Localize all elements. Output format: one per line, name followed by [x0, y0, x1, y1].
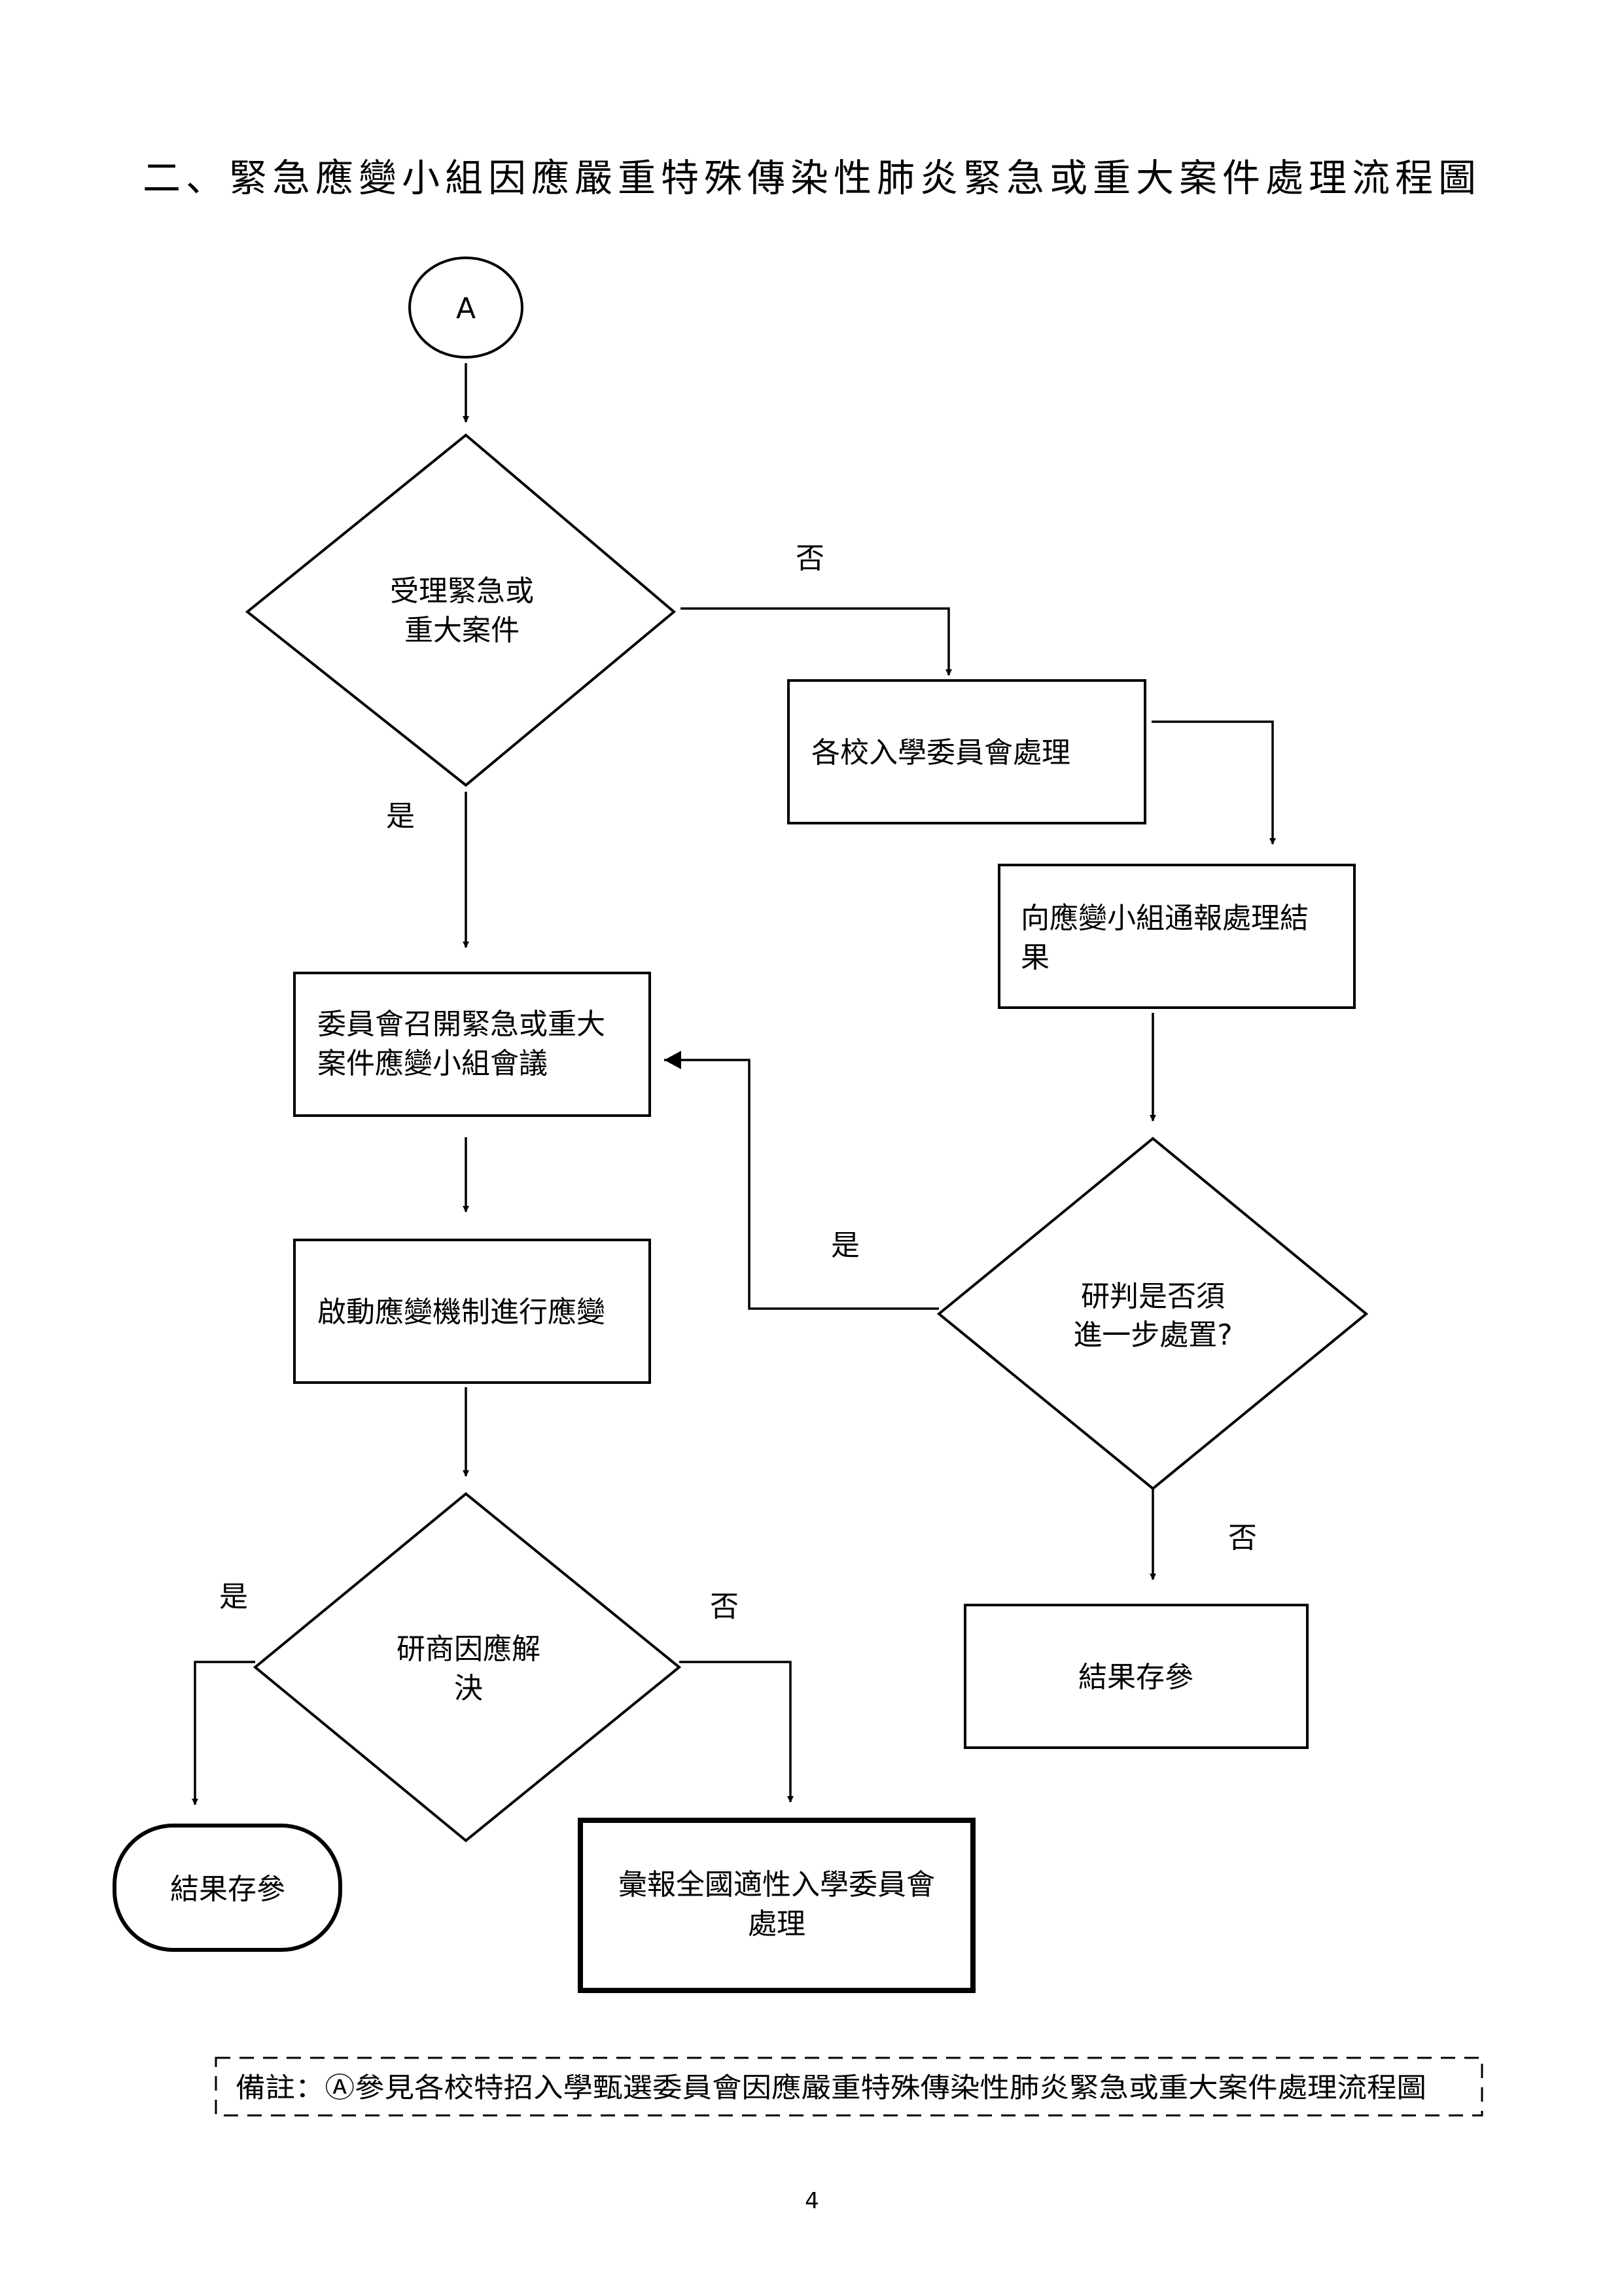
decision-resolve-line2: 決 — [454, 1672, 483, 1705]
edge-school-to-report — [1152, 720, 1276, 845]
process-committee-meeting: 委員會召開緊急或重大 案件應變小組會議 — [293, 972, 651, 1117]
school-committee-label: 各校入學委員會處理 — [811, 736, 1070, 769]
edge-further-yes — [664, 1051, 939, 1310]
note-text: 備註：Ⓐ參見各校特招入學甄選委員會因應嚴重特殊傳染性肺炎緊急或重大案件處理流程圖 — [236, 2072, 1426, 2104]
note-box: 備註：Ⓐ參見各校特招入學甄選委員會因應嚴重特殊傳染性肺炎緊急或重大案件處理流程圖 — [215, 2057, 1483, 2117]
activate-mechanism-label: 啟動應變機制進行應變 — [317, 1296, 605, 1329]
label-resolve-yes: 是 — [219, 1580, 248, 1614]
report-result-line2: 果 — [1021, 941, 1050, 974]
connectors — [192, 363, 1276, 1805]
decision-accept-line1: 受理緊急或 — [390, 574, 534, 608]
page-number: 4 — [805, 2188, 819, 2214]
decision-accept-line2: 重大案件 — [404, 614, 520, 647]
start-connector-label: A — [456, 292, 476, 325]
decision-resolve-line1: 研商因應解 — [397, 1633, 540, 1666]
decision-further-action: 研判是否須 進一步處置? — [936, 1137, 1369, 1491]
committee-meeting-line2: 案件應變小組會議 — [317, 1047, 548, 1080]
terminal-archive-left: 結果存參 — [113, 1824, 342, 1952]
national-report-line1: 彙報全國適性入學委員會 — [618, 1868, 935, 1901]
archive-left-label: 結果存參 — [170, 1873, 285, 1906]
process-national-report: 彙報全國適性入學委員會 處理 — [578, 1818, 976, 1993]
start-connector: A — [408, 256, 523, 359]
label-further-no: 否 — [1228, 1521, 1257, 1555]
process-report-result: 向應變小組通報處理結 果 — [998, 864, 1356, 1009]
edge-resolve-no — [679, 1661, 794, 1803]
page-title: 二、緊急應變小組因應嚴重特殊傳染性肺炎緊急或重大案件處理流程圖 — [143, 156, 1481, 200]
report-result-line1: 向應變小組通報處理結 — [1021, 902, 1309, 935]
label-resolve-no: 否 — [710, 1590, 739, 1623]
national-report-line2: 處理 — [748, 1907, 805, 1941]
label-further-yes: 是 — [831, 1229, 860, 1262]
edge-accept-no — [680, 607, 952, 676]
label-accept-yes: 是 — [386, 800, 415, 833]
edge-resolve-yes — [192, 1661, 255, 1805]
process-activate-mechanism: 啟動應變機制進行應變 — [293, 1239, 651, 1384]
process-school-committee: 各校入學委員會處理 — [787, 679, 1146, 824]
process-archive-right: 結果存參 — [964, 1604, 1309, 1749]
decision-resolve: 研商因應解 決 — [253, 1492, 682, 1843]
archive-right-label: 結果存參 — [1078, 1661, 1193, 1694]
committee-meeting-line1: 委員會召開緊急或重大 — [317, 1008, 605, 1041]
decision-further-line1: 研判是否須 — [1081, 1280, 1225, 1313]
label-accept-no: 否 — [796, 542, 824, 575]
decision-accept-case: 受理緊急或 重大案件 — [245, 433, 677, 787]
decision-further-line2: 進一步處置? — [1073, 1318, 1232, 1352]
